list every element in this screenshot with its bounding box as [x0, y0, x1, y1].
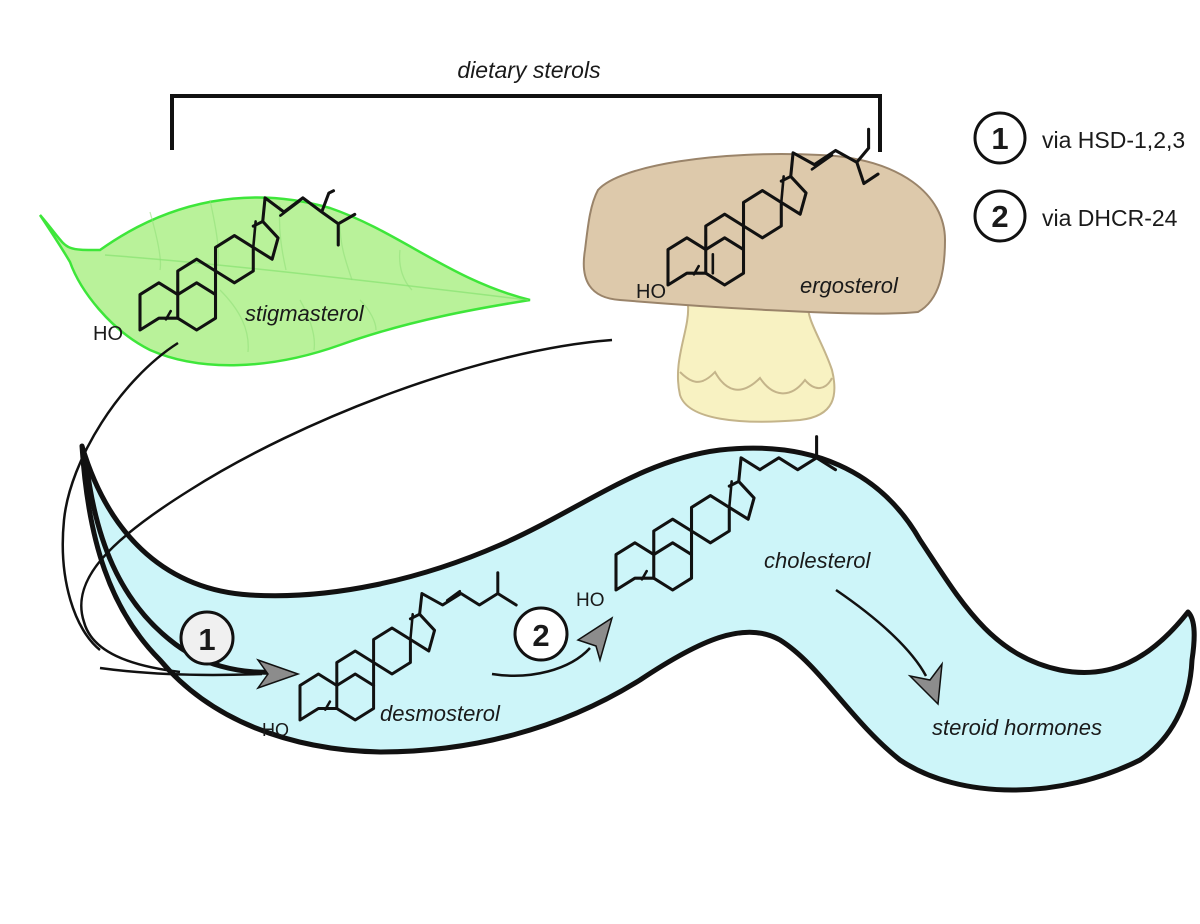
step-2-number: 2 — [532, 618, 549, 653]
legend-text-2: via DHCR-24 — [1042, 205, 1178, 231]
step-1-marker-icon — [973, 111, 1027, 165]
step-2-marker-icon — [973, 189, 1027, 243]
legend-number-2: 2 — [991, 199, 1008, 234]
cholesterol-label: cholesterol — [764, 548, 872, 573]
arrow-to-cholesterol — [491, 616, 614, 677]
mushroom-icon — [582, 153, 947, 423]
stigmasterol-structure: HO — [93, 189, 357, 345]
arrow-to-desmosterol — [99, 658, 301, 690]
step-1-number: 1 — [198, 622, 215, 657]
desmosterol-label: desmosterol — [380, 701, 501, 726]
step-1-badge: 1 — [179, 610, 235, 666]
ergosterol-structure: HO — [636, 127, 880, 303]
ergosterol-label: ergosterol — [800, 273, 899, 298]
step-2-circle-icon — [513, 606, 569, 662]
arrow-to-steroid-hormones — [835, 588, 944, 706]
steroid-hormones-label: steroid hormones — [932, 715, 1102, 740]
legend-number-1: 1 — [991, 121, 1008, 156]
step-1-circle-icon — [179, 610, 235, 666]
legend-item-1: 1 via HSD-1,2,3 — [973, 111, 1185, 165]
step-2-badge: 2 — [513, 606, 569, 662]
legend-item-2: 2 via DHCR-24 — [973, 189, 1178, 243]
stigmasterol-label: stigmasterol — [245, 301, 365, 326]
dietary-sterols-bracket — [170, 94, 882, 152]
diagram-title: dietary sterols — [457, 57, 601, 83]
ergosterol-ho: HO — [636, 281, 666, 303]
cholesterol-ho: HO — [576, 590, 605, 611]
uptake-curves — [61, 338, 613, 675]
desmosterol-ho: HO — [262, 720, 289, 740]
worm-icon — [79, 443, 1197, 793]
stigmasterol-ho: HO — [93, 323, 123, 345]
leaf-icon — [38, 196, 531, 367]
desmosterol-structure: HO — [262, 571, 518, 740]
cholesterol-structure: HO — [576, 435, 838, 611]
legend-text-1: via HSD-1,2,3 — [1042, 127, 1185, 153]
